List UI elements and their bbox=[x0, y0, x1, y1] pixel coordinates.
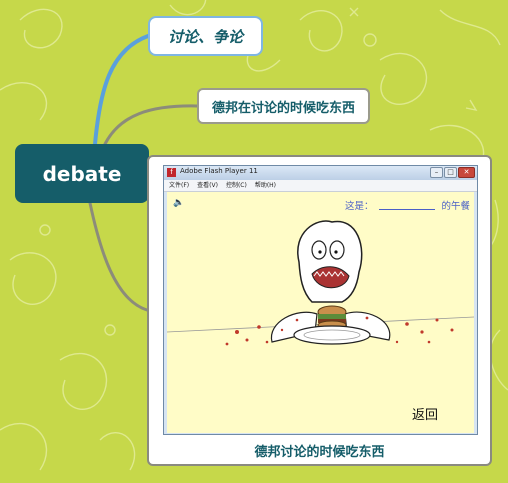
window-menubar: 文件(F) 查看(V) 控制(C) 帮助(H) bbox=[164, 180, 477, 192]
topic-node-label: 讨论、争论 bbox=[167, 27, 243, 46]
root-node-debate[interactable]: debate bbox=[15, 144, 149, 203]
answer-blank[interactable] bbox=[379, 209, 436, 210]
minimize-button[interactable]: – bbox=[430, 167, 443, 178]
floral-background-pattern bbox=[0, 0, 508, 471]
close-button[interactable]: ✕ bbox=[458, 167, 475, 178]
menu-file[interactable]: 文件(F) bbox=[169, 182, 190, 189]
speaker-icon[interactable]: 🔈 bbox=[173, 198, 185, 208]
menu-control[interactable]: 控制(C) bbox=[225, 182, 247, 189]
topic-node-debang-eating[interactable]: 德邦在讨论的时候吃东西 bbox=[197, 88, 370, 124]
cartoon-illustration bbox=[167, 220, 474, 346]
flash-icon: f bbox=[167, 168, 176, 177]
branch-to-card bbox=[88, 201, 149, 312]
topic-node-discussion[interactable]: 讨论、争论 bbox=[148, 16, 263, 56]
flash-stage[interactable]: 🔈 这是： 的午餐 bbox=[167, 192, 474, 433]
prompt-prefix: 这是： bbox=[344, 201, 374, 212]
fill-in-prompt: 这是： 的午餐 bbox=[345, 198, 470, 212]
back-button[interactable]: 返回 bbox=[411, 408, 438, 423]
flash-player-window: f Adobe Flash Player 11 – □ ✕ 文件(F) 查看(V… bbox=[163, 165, 478, 435]
window-titlebar: f Adobe Flash Player 11 – □ ✕ bbox=[164, 166, 477, 180]
card-caption: 德邦讨论的时候吃东西 bbox=[254, 445, 385, 460]
image-card-node[interactable]: f Adobe Flash Player 11 – □ ✕ 文件(F) 查看(V… bbox=[147, 155, 492, 466]
menu-help[interactable]: 帮助(H) bbox=[254, 182, 277, 189]
branch-to-topic-1 bbox=[93, 34, 150, 146]
menu-view[interactable]: 查看(V) bbox=[197, 182, 218, 189]
prompt-suffix: 的午餐 bbox=[441, 201, 470, 212]
branch-to-topic-2 bbox=[103, 104, 199, 146]
root-node-label: debate bbox=[42, 161, 122, 186]
topic-node-label: 德邦在讨论的时候吃东西 bbox=[211, 100, 355, 116]
maximize-button[interactable]: □ bbox=[444, 167, 457, 178]
window-title: Adobe Flash Player 11 bbox=[180, 167, 258, 175]
